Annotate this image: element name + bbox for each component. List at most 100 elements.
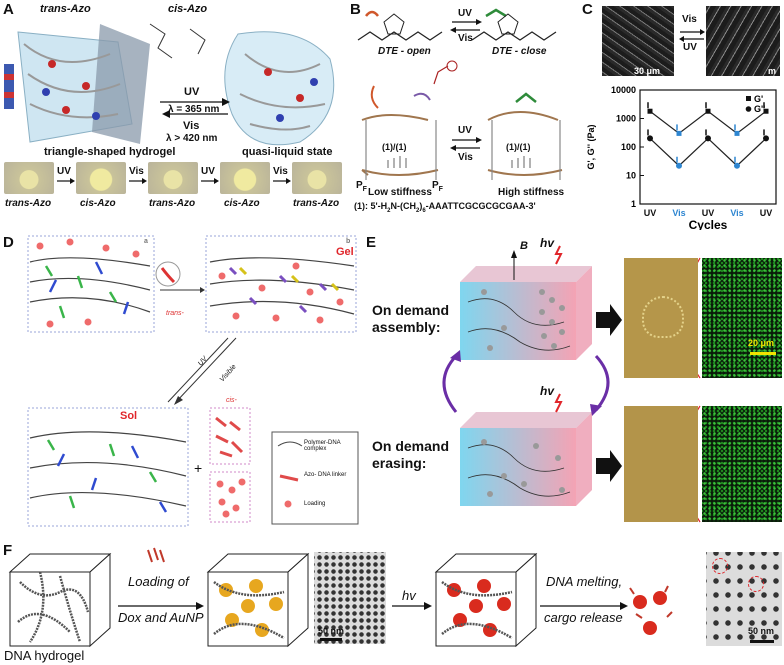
y-tick-label: 10000 <box>611 85 636 95</box>
legend-gprime-marker <box>746 96 751 101</box>
b-field-label: B <box>520 240 528 252</box>
dna-melting-label: DNA melting, <box>546 574 623 589</box>
hv-label: hv <box>402 588 416 603</box>
trans-label: trans- <box>166 310 184 317</box>
tem-scale-1: 50 nm <box>318 626 345 636</box>
box-b-sub: b <box>346 238 351 245</box>
panel-b-uv-bottom: UV <box>458 125 472 136</box>
panel-b: B DTE - open DTE - close UV Vis UV <box>348 0 578 215</box>
legend-gprime-label: G' <box>754 94 763 104</box>
strip-arrow-label-4: Vis <box>273 166 288 177</box>
gprime-point <box>705 108 711 114</box>
photo-caption-3: trans-Azo <box>149 198 196 209</box>
x-tick-label: Vis <box>730 208 743 218</box>
hv-erasing-label: hv <box>540 384 555 398</box>
panel-e-label: E <box>366 234 377 251</box>
legend-polymer-dna: Polymer-DNA complex <box>304 440 341 452</box>
legend-gdoubleprime-marker <box>745 106 752 112</box>
strip-arrow-label-1: UV <box>57 166 71 177</box>
panel-a-label: A <box>3 1 14 18</box>
photo-caption-2: cis-Azo <box>80 198 116 209</box>
gdoubleprime-point <box>763 135 769 142</box>
panel-b-vis-bottom: Vis <box>458 152 473 163</box>
gdoubleprime-point <box>647 135 653 142</box>
gel-label: Gel <box>336 246 354 258</box>
panel-a: A trans-Azo cis-Azo UV λ = 365 nm Vis λ … <box>0 0 345 215</box>
ratio-left: (1)/(1) <box>382 142 407 152</box>
on-demand-assembly-label: On demand assembly: <box>372 302 450 335</box>
cargo-release-label: cargo release <box>544 610 623 625</box>
strip-arrow-label-2: Vis <box>129 166 144 177</box>
tem-highlight-circle-1 <box>712 558 728 574</box>
assembly-pattern-image <box>624 258 698 378</box>
dna-hydrogel-label: DNA hydrogel <box>4 648 85 663</box>
pf-left: PF <box>356 180 367 193</box>
sem-image-right <box>706 6 780 76</box>
x-tick-label: Vis <box>672 208 685 218</box>
y-tick-label: 1000 <box>616 114 636 124</box>
panel-f-illustration <box>8 547 673 648</box>
sem-scale-left: 30 μm <box>634 66 661 76</box>
fluorescence-image-top <box>702 258 782 378</box>
box-a-sub: a <box>144 238 148 245</box>
electrode-bar <box>4 64 14 109</box>
sem-scale-right: m <box>768 66 777 76</box>
y-tick-label: 1 <box>631 199 636 209</box>
fluorescence-image-bottom <box>702 406 782 522</box>
tem-scale-line-2 <box>750 640 774 643</box>
panel-a-vis-wavelength: λ > 420 nm <box>166 133 218 144</box>
x-tick-label: UV <box>760 208 773 218</box>
photo-cis-2 <box>220 162 270 194</box>
hv-assembly-label: hv <box>540 236 555 250</box>
panel-a-illustration <box>4 23 335 146</box>
sem-image-left <box>602 6 674 76</box>
cis-hydrogel-droplet <box>224 31 335 146</box>
sol-label: Sol <box>120 410 138 422</box>
fluorescence-scale-line <box>750 352 776 355</box>
y-axis-label: G', G'' (Pa) <box>586 125 596 170</box>
gprime-point <box>763 108 769 114</box>
photo-caption-5: trans-Azo <box>293 198 340 209</box>
panel-c-arrows <box>679 29 705 42</box>
panel-d-illustration <box>27 235 359 527</box>
cis-azo-title: cis-Azo <box>168 3 208 15</box>
clover-pattern <box>642 296 684 338</box>
dna-sequence: (1): 5'-H2N-(CH2)6-AAATTCGCGCGCGAA-3' <box>354 201 536 214</box>
panel-a-vis: Vis <box>183 120 200 132</box>
panel-d: D <box>0 232 362 537</box>
strip-arrow-label-3: UV <box>201 166 215 177</box>
dte-open-label: DTE - open <box>378 46 431 57</box>
gprime-point <box>647 108 653 114</box>
plus-sign: + <box>194 460 203 476</box>
panel-e-illustration <box>442 245 701 523</box>
series-line-2 <box>649 137 767 167</box>
photo-cis-1 <box>76 162 126 194</box>
high-stiffness-label: High stiffness <box>498 187 565 198</box>
photo-caption-4: cis-Azo <box>224 198 260 209</box>
electrode-plate <box>92 24 150 144</box>
y-tick-label: 10 <box>626 171 636 181</box>
tem-image-1 <box>314 552 386 644</box>
gprime-point <box>676 130 682 136</box>
photo-trans-3 <box>292 162 342 194</box>
triangle-hydrogel-caption: triangle-shaped hydrogel <box>44 146 176 158</box>
panel-f-label: F <box>3 542 13 559</box>
x-tick-label: UV <box>702 208 715 218</box>
legend-gdoubleprime-label: G'' <box>754 104 765 114</box>
legend-loading: Loading <box>304 501 326 507</box>
erased-pattern-image <box>624 406 698 522</box>
panel-b-illustration <box>357 8 563 180</box>
photo-trans-2 <box>148 162 198 194</box>
legend-azo-dna: Azo- DNA linker <box>304 472 347 478</box>
panel-b-vis-top: Vis <box>458 33 473 44</box>
gdoubleprime-point <box>705 135 711 142</box>
panel-a-uv: UV <box>184 86 200 98</box>
photo-caption-1: trans-Azo <box>5 198 52 209</box>
gdoubleprime-point <box>734 162 740 169</box>
quasi-liquid-caption: quasi-liquid state <box>242 146 333 158</box>
panel-c-vis: Vis <box>682 14 697 25</box>
panel-b-label: B <box>350 1 361 18</box>
photo-strip-arrows <box>57 178 291 184</box>
